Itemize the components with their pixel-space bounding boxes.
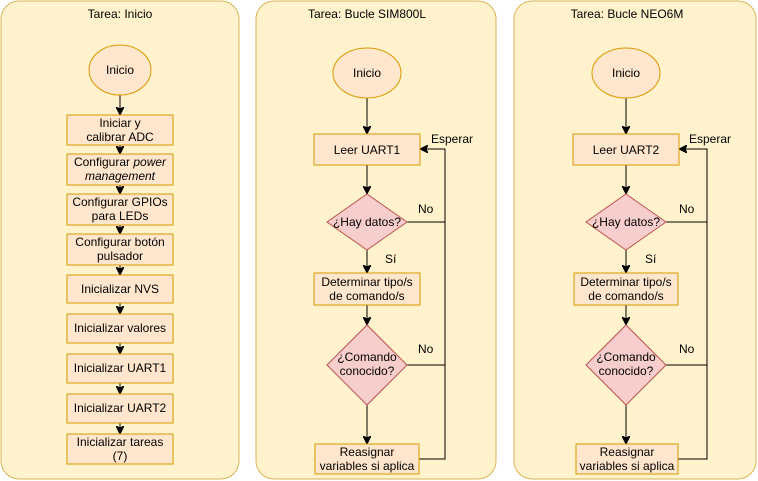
neo-start-label: Inicio [612, 66, 640, 80]
neo-no1-label: No [679, 202, 695, 216]
neo-decision-known-line1: ¿Comando [596, 350, 656, 364]
sim-start-label: Inicio [353, 66, 381, 80]
step-nvs-label: Inicializar NVS [81, 282, 159, 296]
neo-start-node [591, 47, 661, 99]
step-gpio-line2: para LEDs [92, 209, 149, 223]
lane-inicio-title: Tarea: Inicio [88, 7, 153, 21]
step-button-line2: pulsador [97, 249, 143, 263]
step-uart1-label: Inicializar UART1 [74, 361, 167, 375]
lane-inicio: Tarea: Inicio Inicio Iniciar y calibrar … [0, 0, 240, 480]
start-node [88, 44, 152, 96]
step-tasks-line2: (7) [113, 449, 128, 463]
sim-no1-label: No [418, 202, 434, 216]
step-tasks-line1: Inicializar tareas [77, 435, 164, 449]
step-power-line2: management [85, 169, 156, 183]
neo-read-uart [572, 133, 680, 166]
sim-decision-known-line1: ¿Comando [337, 350, 397, 364]
sim-reassign-line2: variables si aplica [320, 459, 415, 473]
sim-decision-data [326, 193, 408, 251]
neo-decision-data [585, 193, 667, 251]
step-uart1 [66, 353, 174, 384]
step-values-label: Inicializar valores [74, 321, 166, 335]
sim-start-node [332, 47, 402, 99]
step-power-line1: Configurar power [74, 155, 167, 169]
step-adc-line2: calibrar ADC [86, 130, 154, 144]
step-uart2-label: Inicializar UART2 [74, 401, 167, 415]
step-gpio [66, 193, 174, 226]
neo-no2-label: No [679, 342, 695, 356]
sim-decision-data-label: ¿Hay datos? [333, 215, 401, 229]
step-power-text: Configurar [74, 155, 133, 169]
neo-decision-known [585, 324, 667, 406]
start-node-label: Inicio [106, 63, 134, 77]
lane-sim800l: Tarea: Bucle SIM800L Inicio Leer UART1 E… [255, 0, 497, 480]
step-power-italic: power [132, 155, 167, 169]
sim-wait-label: Esperar [431, 132, 473, 146]
sim-reassign [314, 443, 420, 475]
edge-loop-back [419, 149, 446, 460]
step-tasks [66, 433, 174, 465]
neo-determine-line1: Determinar tipo/s [580, 275, 671, 289]
sim-yes1-label: Sí [385, 252, 397, 266]
sim-determine-type [313, 272, 421, 306]
sim-decision-known [326, 324, 408, 406]
sim-determine-line1: Determinar tipo/s [321, 275, 412, 289]
neo-decision-data-label: ¿Hay datos? [592, 215, 660, 229]
neo-determine-line2: de comando/s [588, 289, 663, 303]
step-nvs [66, 274, 174, 304]
edge-loop-back [678, 149, 708, 460]
step-uart2 [66, 393, 174, 424]
sim-no2-label: No [418, 342, 434, 356]
step-power [66, 153, 174, 186]
neo-decision-known-line2: conocido? [599, 364, 654, 378]
sim-reassign-line1: Reasignar [340, 445, 395, 459]
lane-neo6m-title: Tarea: Bucle NEO6M [571, 7, 684, 21]
lane-sim800l-title: Tarea: Bucle SIM800L [308, 7, 426, 21]
neo-reassign-line1: Reasignar [600, 445, 655, 459]
neo-read-label: Leer UART2 [593, 143, 660, 157]
lane-neo6m: Tarea: Bucle NEO6M Inicio Leer UART2 Esp… [513, 0, 757, 480]
step-button [66, 233, 174, 266]
step-values [66, 313, 174, 344]
step-adc [66, 114, 174, 146]
neo-wait-label: Esperar [689, 132, 731, 146]
sim-read-label: Leer UART1 [334, 143, 401, 157]
sim-determine-line2: de comando/s [329, 289, 404, 303]
sim-read-uart [313, 133, 421, 166]
step-gpio-line1: Configurar GPIOs [72, 195, 167, 209]
neo-yes1-label: Sí [645, 252, 657, 266]
neo-determine-type [573, 272, 679, 306]
step-adc-line1: Iniciar y [99, 116, 140, 130]
neo-reassign [575, 443, 679, 475]
neo-reassign-line2: variables si aplica [580, 459, 675, 473]
sim-decision-known-line2: conocido? [340, 364, 395, 378]
step-button-line1: Configurar botón [75, 235, 164, 249]
